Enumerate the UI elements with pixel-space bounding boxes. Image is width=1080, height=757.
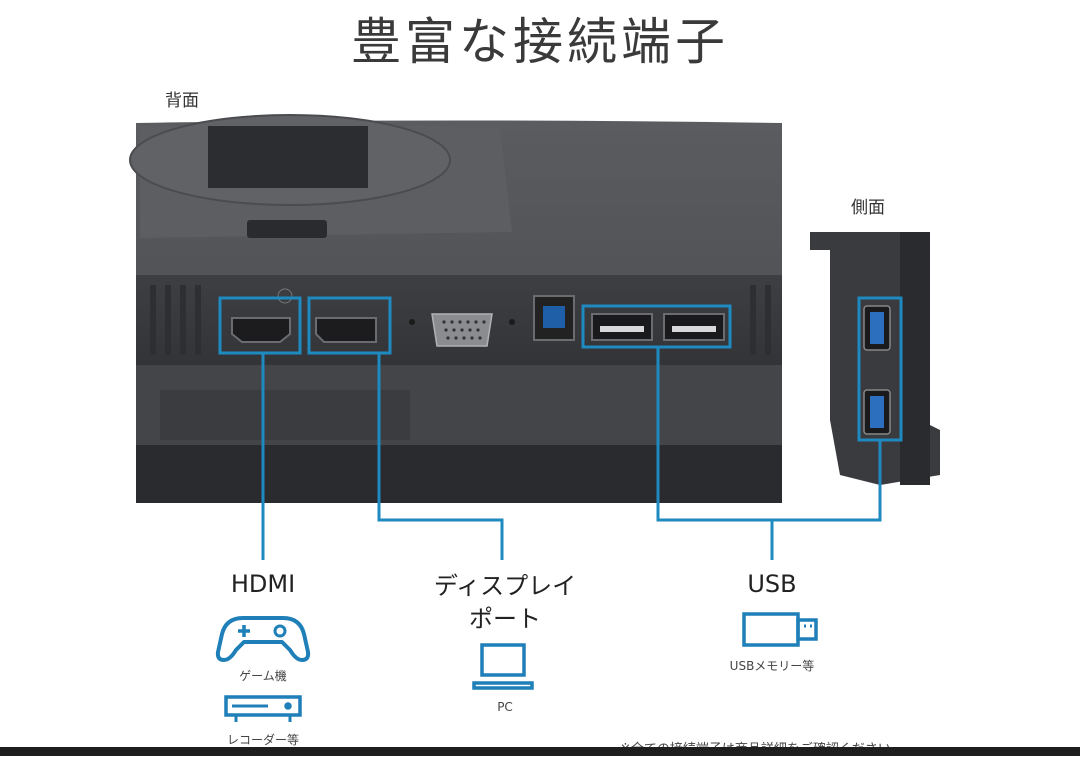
displayport-label-line2: ポート	[469, 605, 541, 633]
bottom-bar	[0, 747, 1080, 756]
hdmi-label: HDMI	[230, 570, 296, 598]
rear-view-label: 背面	[165, 91, 199, 111]
laptop-icon	[472, 643, 534, 690]
hdmi-use-recorder: レコーダー等	[226, 733, 299, 747]
gamepad-icon	[215, 616, 311, 662]
usb-stick-icon	[742, 612, 818, 647]
monitor-side	[810, 232, 940, 485]
displayport-connector-line	[377, 353, 504, 560]
usb-use-memory: USBメモリー等	[729, 659, 815, 673]
side-view-label: 側面	[851, 198, 885, 218]
usb-connector-line	[656, 347, 882, 522]
page-title: 豊富な接続端子	[351, 13, 729, 71]
displayport-label-line1: ディスプレイ	[433, 572, 577, 600]
hdmi-use-game: ゲーム機	[239, 669, 287, 683]
displayport-use-pc: PC	[497, 700, 513, 714]
displayport-highlight	[307, 296, 392, 355]
hdmi-highlight	[218, 296, 302, 355]
usb-label: USB	[747, 570, 797, 598]
displayport-label: ディスプレイ ポート	[420, 570, 590, 636]
monitor-rear	[129, 114, 782, 503]
recorder-icon	[224, 695, 302, 722]
